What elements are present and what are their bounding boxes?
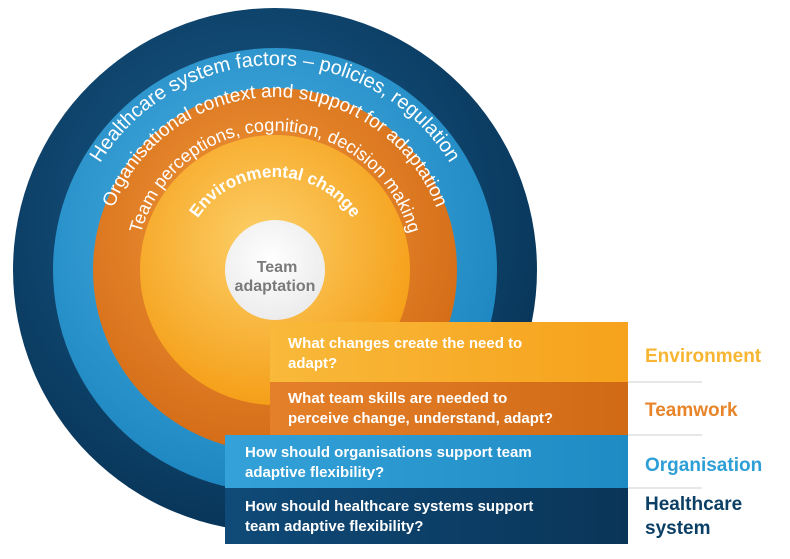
question-healthcare-line-2: team adaptive flexibility? [245,518,423,535]
side-label-healthcare-line-2: system [645,518,711,539]
side-label-teamwork: Teamwork [645,400,738,421]
question-environment-line-1: What changes create the need to [288,335,522,352]
question-environment-line-2: adapt? [288,355,337,372]
question-teamwork-line-2: perceive change, understand, adapt? [288,410,553,427]
band-teamwork [270,382,628,435]
question-organisation-line-1: How should organisations support team [245,444,532,461]
center-label-line-2: adaptation [235,278,316,295]
band-organisation [225,435,628,488]
band-environment [270,322,628,382]
question-organisation-line-2: adaptive flexibility? [245,464,384,481]
center-label-line-1: Team [257,259,298,276]
center-circle [225,220,325,320]
side-label-healthcare-line-1: Healthcare [645,494,742,515]
band-healthcare [225,488,628,544]
side-label-organisation: Organisation [645,455,762,476]
side-label-environment: Environment [645,346,762,367]
question-healthcare-line-1: How should healthcare systems support [245,498,533,515]
question-teamwork-line-1: What team skills are needed to [288,390,507,407]
